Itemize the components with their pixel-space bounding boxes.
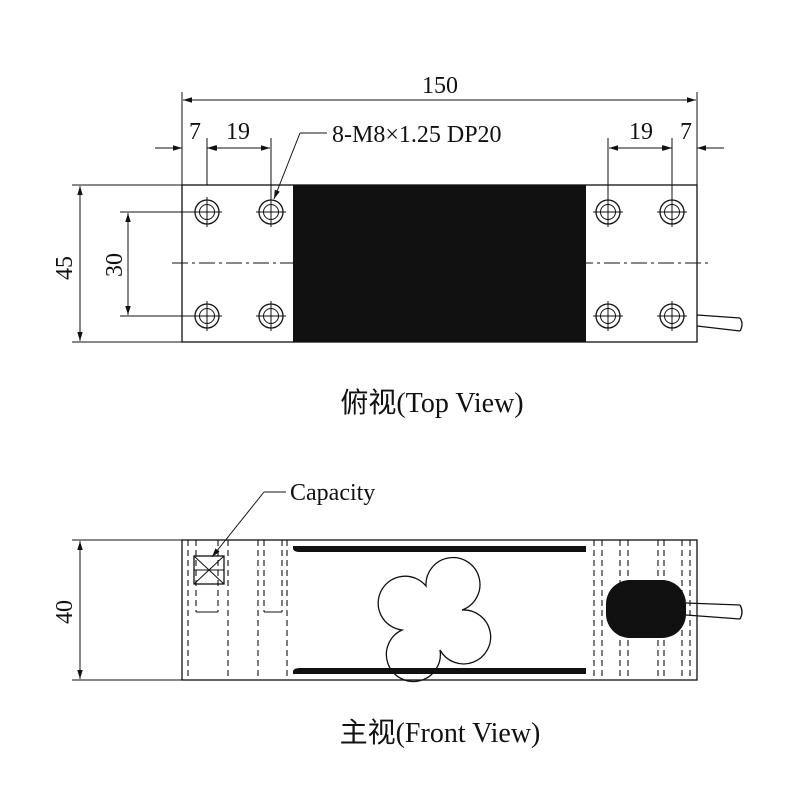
mounting-hole-icon <box>657 197 687 227</box>
hole-callout: 8-M8×1.25 DP20 <box>273 122 502 200</box>
mounting-hole-icon <box>192 197 222 227</box>
bottom-groove <box>293 668 586 674</box>
mounting-hole-icon <box>593 197 623 227</box>
mounting-hole-icon <box>192 301 222 331</box>
dim-label-45: 45 <box>52 256 78 280</box>
mounting-hole-icon <box>256 301 286 331</box>
top-view-caption: 俯视(Top View) <box>340 387 523 419</box>
dim-width: 45 <box>52 184 182 343</box>
dim-overall-length: 150 <box>181 73 698 185</box>
beam-cutout <box>377 556 492 683</box>
dim-label-left-7: 7 <box>189 119 201 145</box>
front-view: Capacity 40 主视(Front View) <box>52 480 743 749</box>
dim-label-left-19: 19 <box>226 119 250 145</box>
mounting-hole-icon <box>593 301 623 331</box>
hole-callout-label: 8-M8×1.25 DP20 <box>332 122 502 148</box>
dim-label-30: 30 <box>102 253 128 277</box>
mounting-hole-icon <box>657 301 687 331</box>
dim-height: 40 <box>52 539 182 681</box>
front-view-caption: 主视(Front View) <box>340 717 541 749</box>
top-groove <box>293 546 586 552</box>
cable-front <box>685 602 743 620</box>
dim-label-right-7: 7 <box>680 119 692 145</box>
cable-top <box>696 314 743 332</box>
capacity-callout: Capacity <box>211 480 375 558</box>
dim-left-holes: 7 19 <box>155 119 272 200</box>
top-view: 150 7 19 19 7 8-M8×1.25 DP20 <box>52 73 743 419</box>
dim-right-holes: 19 7 <box>607 119 724 200</box>
capacity-label-box <box>193 555 225 585</box>
left-bore-hidden-lines <box>187 540 288 680</box>
capacity-label: Capacity <box>290 480 375 506</box>
dim-label-150: 150 <box>422 73 458 99</box>
cable-gland <box>606 580 686 638</box>
front-view-body-outline <box>181 539 698 681</box>
dim-label-40: 40 <box>52 600 78 624</box>
dim-hole-rows: 30 <box>102 211 194 317</box>
dim-label-right-19: 19 <box>629 119 653 145</box>
mounting-hole-icon <box>256 197 286 227</box>
